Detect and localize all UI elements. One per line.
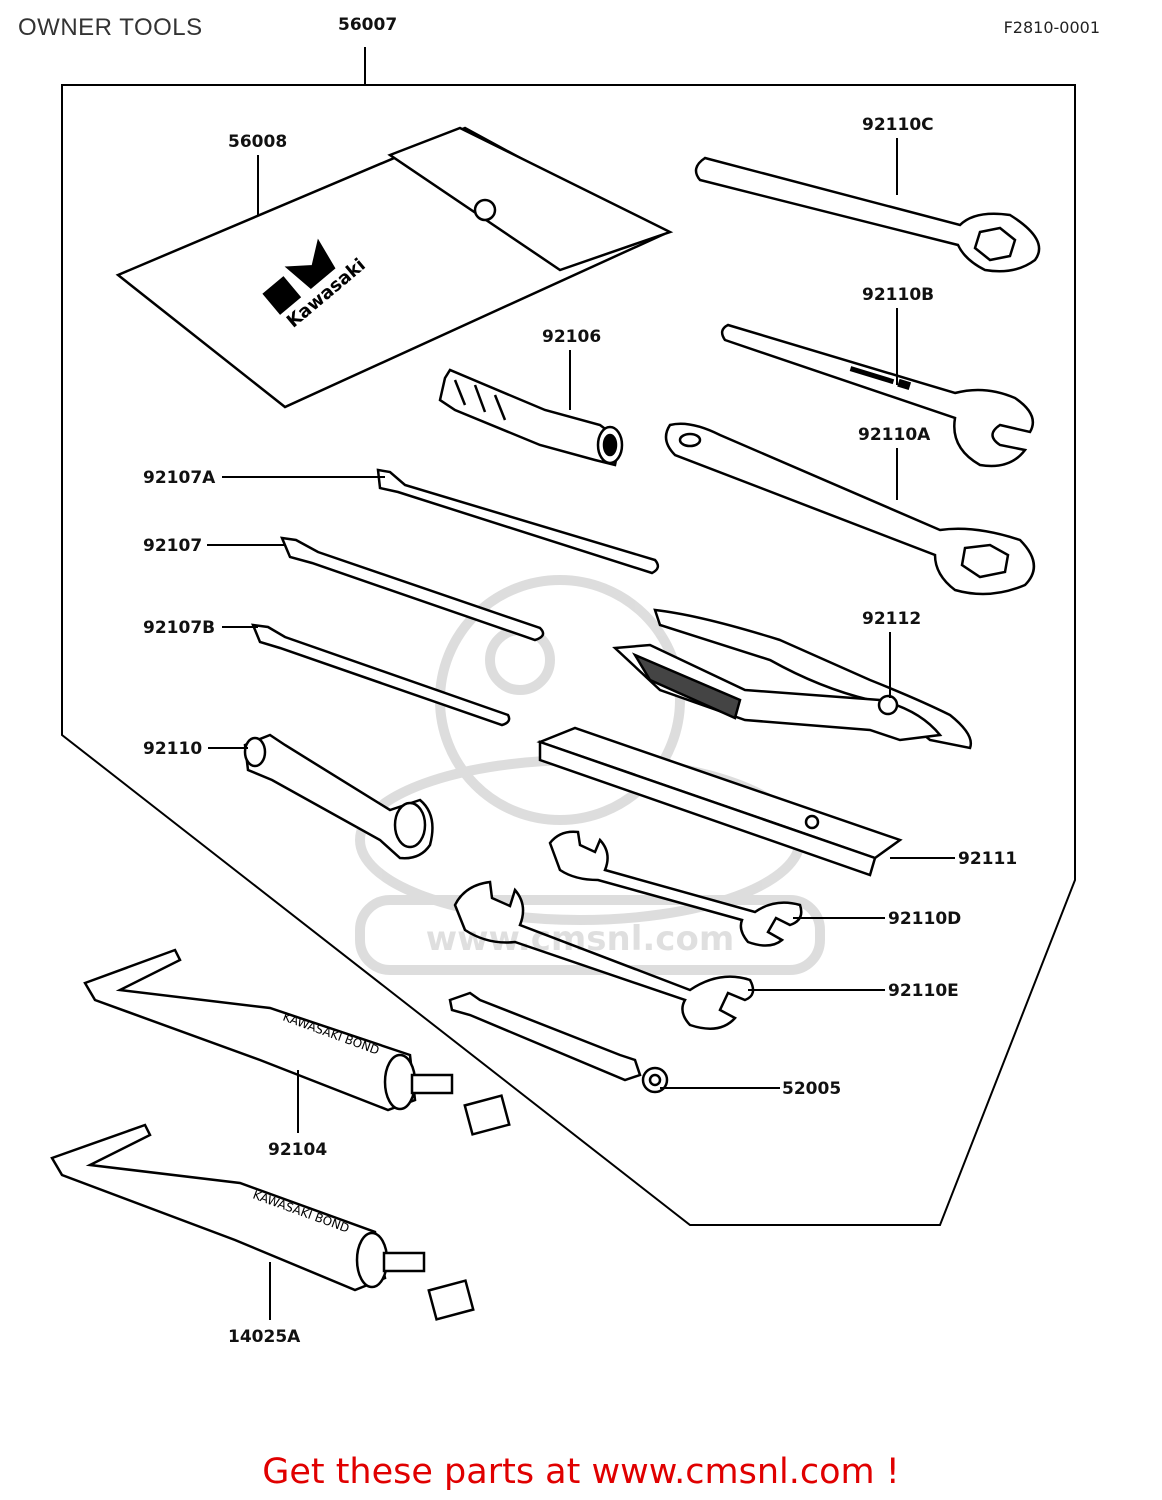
part-label-92110d: 92110D	[888, 909, 961, 929]
part-label-56008: 56008	[228, 132, 287, 152]
part-label-92107: 92107	[143, 536, 202, 556]
open-wrench-92110b-illustration	[720, 323, 1035, 468]
part-label-92110e: 92110E	[888, 981, 959, 1001]
get-parts-link[interactable]: Get these parts at www.cmsnl.com !	[262, 1452, 900, 1492]
screwdriver-92107-illustration	[279, 536, 545, 642]
part-label-92110c: 92110C	[862, 115, 934, 135]
bond-tube-92104-illustration: KAWASAKI BOND	[83, 948, 511, 1136]
leader-lines	[207, 138, 955, 1320]
page-title: OWNER TOOLS	[18, 14, 203, 41]
part-label-14025a: 14025A	[228, 1327, 301, 1347]
part-label-92112: 92112	[862, 609, 921, 629]
part-label-92107a: 92107A	[143, 468, 216, 488]
box-wrench-92110-illustration	[243, 733, 434, 860]
driver-handle-92106-illustration	[438, 368, 624, 467]
tool-52005-illustration	[448, 991, 669, 1094]
tool-pouch-illustration: Kawasaki	[115, 126, 674, 409]
open-wrench-92110e-illustration	[453, 880, 755, 1030]
part-label-92110a: 92110A	[858, 425, 931, 445]
extension-bar-92111-illustration	[536, 726, 903, 877]
ring-wrench-92110a-illustration	[664, 422, 1035, 596]
part-label-52005: 52005	[782, 1079, 841, 1099]
bond-tube-14025a-illustration: KAWASAKI BOND	[50, 1123, 475, 1321]
screwdriver-92107a-illustration	[376, 468, 660, 575]
ring-wrench-92110c-illustration	[694, 156, 1041, 273]
kawasaki-logo-icon: Kawasaki	[262, 238, 370, 332]
drawing-reference: F2810-0001	[1003, 18, 1100, 37]
part-label-56007: 56007	[338, 15, 397, 35]
part-label-92104: 92104	[268, 1140, 327, 1160]
watermark-text: www.cmsnl.com	[426, 919, 735, 959]
pliers-92112-illustration	[612, 608, 973, 750]
part-label-92111: 92111	[958, 849, 1017, 869]
screwdriver-92107b-illustration	[251, 623, 511, 727]
part-label-92110b: 92110B	[862, 285, 934, 305]
kit-outline	[61, 47, 1076, 1226]
part-label-92110: 92110	[143, 739, 202, 759]
part-label-92107b: 92107B	[143, 618, 215, 638]
part-label-92106: 92106	[542, 327, 601, 347]
